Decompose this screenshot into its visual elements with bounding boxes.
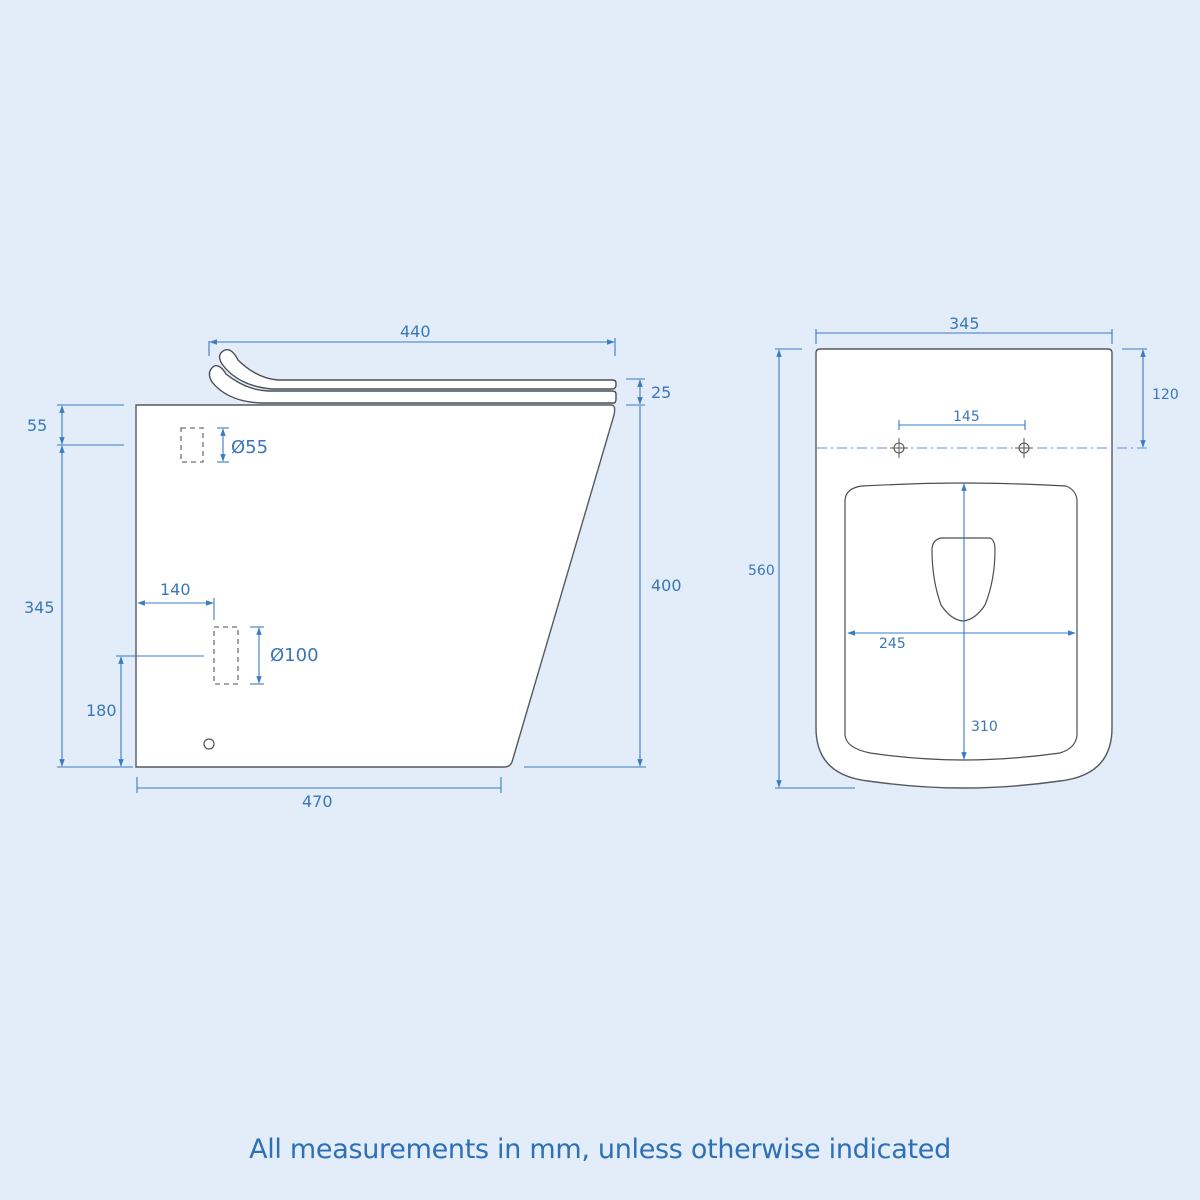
side-view: 440 25 400 470 55 345 Ø55 140 Ø100 180 xyxy=(24,322,682,811)
fixing-hole-left-icon xyxy=(890,438,908,458)
dim-label-outlet-height: 180 xyxy=(86,701,117,720)
fixing-hole-icon xyxy=(203,738,215,750)
seat-ring-outline xyxy=(208,364,617,404)
dim-label-base-length: 470 xyxy=(302,792,333,811)
dim-label-seat-inner-width: 245 xyxy=(879,636,906,652)
dim-label-inlet-diameter: Ø55 xyxy=(231,437,268,458)
dim-label-body-height: 400 xyxy=(651,576,682,595)
waste-outlet-marker xyxy=(213,626,239,685)
dim-label-seat-thickness: 25 xyxy=(651,383,671,402)
dim-label-inlet-to-floor: 345 xyxy=(24,598,55,617)
dim-label-hole-spacing: 145 xyxy=(953,409,980,425)
seat-inner-outline xyxy=(844,482,1078,761)
flush-inlet-marker xyxy=(180,427,204,463)
measurement-note: All measurements in mm, unless otherwise… xyxy=(249,1134,951,1165)
dim-label-seat-length: 440 xyxy=(400,322,431,341)
dim-label-seat-inner-length: 310 xyxy=(971,719,998,735)
top-view: 345 145 120 560 245 310 xyxy=(748,314,1179,789)
dim-label-width: 345 xyxy=(949,314,980,333)
dim-label-top-to-inlet: 55 xyxy=(27,416,47,435)
pan-body-outline xyxy=(135,404,616,768)
dim-label-outlet-diameter: Ø100 xyxy=(270,645,319,666)
dim-label-depth: 560 xyxy=(748,563,775,579)
fixing-hole-right-icon xyxy=(1015,438,1033,458)
seat-lid-outline xyxy=(218,349,617,390)
dim-label-holes-from-back: 120 xyxy=(1152,387,1179,403)
dim-label-outlet-from-back: 140 xyxy=(160,580,191,599)
